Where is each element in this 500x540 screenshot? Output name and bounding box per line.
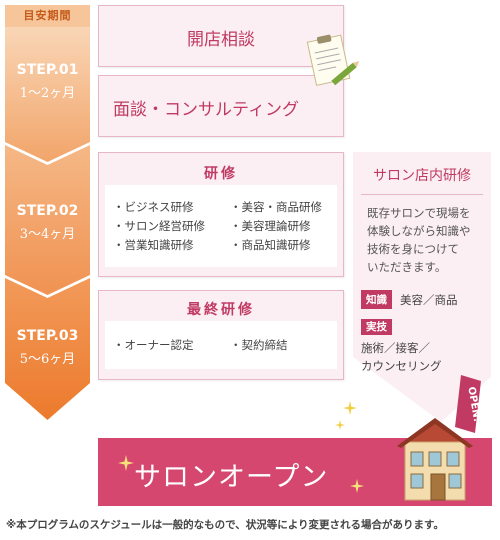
list-item: ・ビジネス研修 [113,200,194,214]
list-item: ・契約締結 [230,338,288,352]
step-02-duration: 3～4ヶ月 [19,227,76,242]
salon-open-label: サロンオープン [134,462,329,493]
house-icon [395,412,475,508]
list-item: ・営業知識研修 [113,238,194,252]
step-02-number: STEP.02 [16,203,79,219]
skill-tag: 実技 [361,319,392,335]
interview-label: 面談・コンサルティング [113,100,299,120]
sparkle-icon [335,415,345,434]
list-item: ・サロン経営研修 [113,219,205,233]
step-02-chevron [5,145,90,295]
final-training-title: 最終研修 [187,302,255,318]
period-header: 目安期間 [5,5,90,27]
footnote: ※本プログラムのスケジュールは一般的なもので、状況等により変更される場合がありま… [6,519,444,531]
step-01-number: STEP.01 [16,62,79,78]
sparkle-icon [118,455,134,475]
training-box: 研修 ・ビジネス研修 ・サロン経営研修 ・営業知識研修 ・美容・商品研修 ・美容… [98,152,344,277]
training-col2: ・美容・商品研修 ・美容理論研修 ・商品知識研修 [230,198,322,255]
step-01-label: STEP.01 1～2ヶ月 [5,62,90,101]
step-03-number: STEP.03 [16,328,79,344]
training-col1: ・ビジネス研修 ・サロン経営研修 ・営業知識研修 [113,198,205,255]
step-01-chevron [5,27,90,162]
salon-training-description: 既存サロンで現場を 体験しながら知識や 技術を身につけて いただきます。 [367,206,471,274]
skill-text: 施術／接客／ カウンセリング [361,341,442,373]
step-03-duration: 5～6ヶ月 [19,352,76,367]
consultation-box: 開店相談 [98,5,344,67]
salon-training-title: サロン店内研修 [373,168,471,184]
knowledge-tag: 知識 [361,290,392,309]
consultation-label: 開店相談 [187,30,255,50]
knowledge-text: 美容／商品 [400,292,458,307]
training-list: ・ビジネス研修 ・サロン経営研修 ・営業知識研修 ・美容・商品研修 ・美容理論研… [105,185,337,267]
step-03-chevron [5,278,90,420]
list-item: ・美容理論研修 [230,219,311,233]
final-training-box: 最終研修 ・オーナー認定 ・契約締結 [98,290,344,380]
step-03-label: STEP.03 5～6ヶ月 [5,328,90,367]
clipboard-pencil-icon [300,32,362,94]
open-sign: OPEN! [455,375,485,439]
sparkle-icon [350,478,364,497]
final-training-list: ・オーナー認定 ・契約締結 [105,321,337,369]
list-item: ・商品知識研修 [230,238,311,252]
salon-training-panel: サロン店内研修 既存サロンで現場を 体験しながら知識や 技術を身につけて いただ… [353,152,491,427]
sparkle-icon [343,400,357,419]
list-item: ・美容・商品研修 [230,200,322,214]
interview-box: 面談・コンサルティング [98,75,344,137]
training-title: 研修 [204,166,238,182]
step-02-label: STEP.02 3～4ヶ月 [5,203,90,242]
step-01-duration: 1～2ヶ月 [19,86,76,101]
list-item: ・オーナー認定 [113,338,194,352]
